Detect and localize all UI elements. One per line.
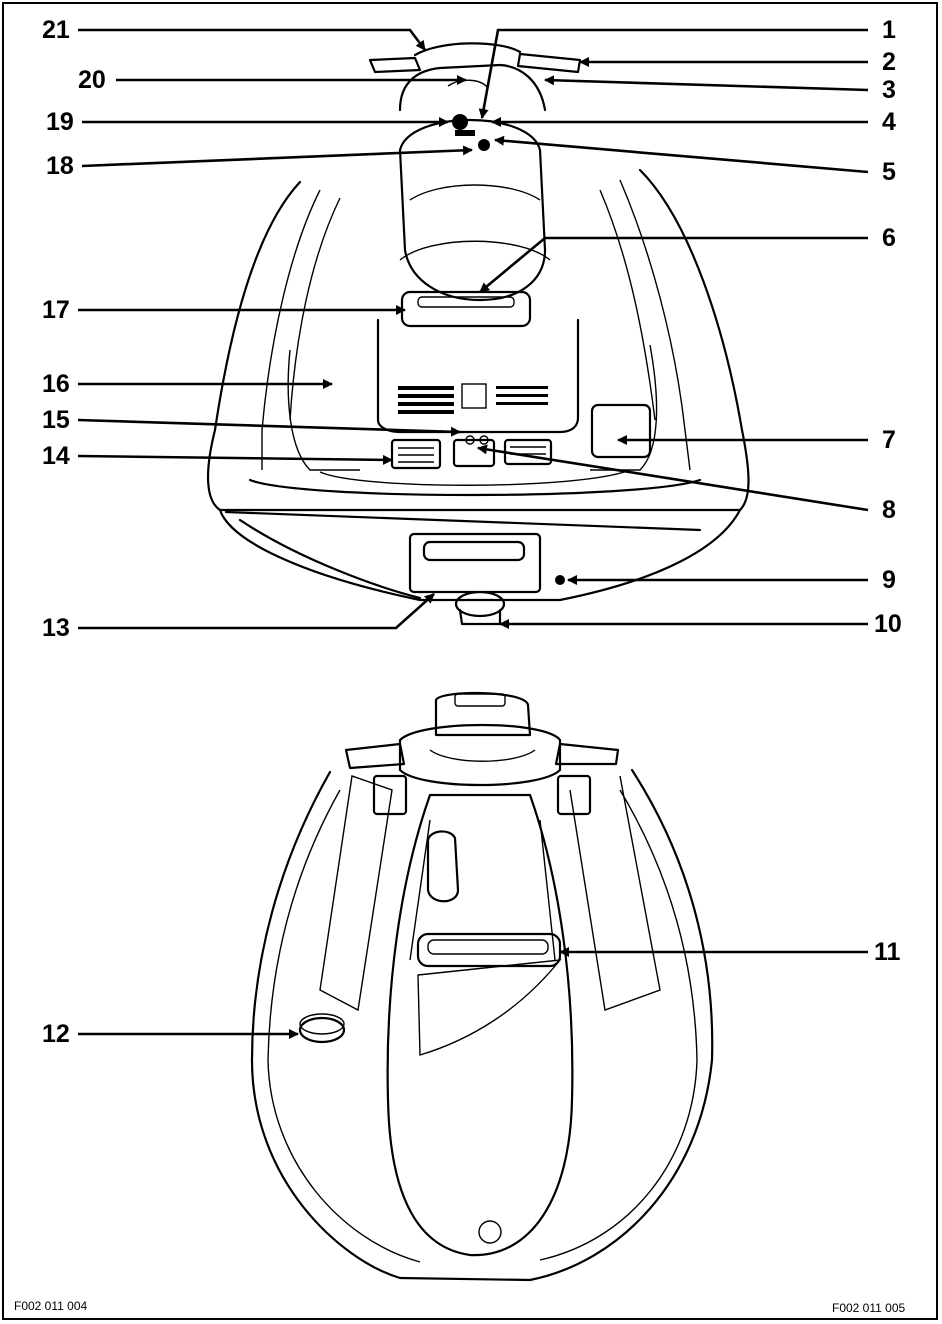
callout-14: 14	[42, 442, 70, 470]
callout-15: 15	[42, 406, 70, 434]
callout-21: 21	[42, 16, 70, 44]
callout-11: 11	[874, 938, 901, 966]
callout-3: 3	[882, 76, 896, 104]
callout-8: 8	[882, 496, 896, 524]
warning-decals	[398, 383, 548, 414]
rear-view-watercraft	[207, 42, 750, 626]
callout-12: 12	[42, 1020, 70, 1048]
callout-20: 20	[78, 66, 106, 94]
callout-16: 16	[42, 370, 70, 398]
callout-2: 2	[882, 48, 896, 76]
callout-4: 4	[882, 108, 896, 136]
figure-code-top: F002 011 004	[14, 1299, 87, 1313]
callout-19: 19	[46, 108, 74, 136]
callout-17: 17	[42, 296, 70, 324]
callout-9: 9	[882, 566, 896, 594]
figure-code-bottom: F002 011 005	[832, 1301, 905, 1315]
callout-10: 10	[874, 610, 902, 638]
callout-5: 5	[882, 158, 896, 186]
leader-lines	[77, 28, 869, 1039]
callout-13: 13	[42, 614, 70, 642]
callout-7: 7	[882, 426, 896, 454]
callout-numbers: 1 2 3 4 5 6 7 8 9 10 11 12 13 14 15 16 1…	[42, 16, 902, 1048]
callout-1: 1	[882, 16, 896, 44]
callout-6: 6	[882, 224, 896, 252]
top-view-watercraft	[250, 691, 714, 1282]
callout-18: 18	[46, 152, 74, 180]
